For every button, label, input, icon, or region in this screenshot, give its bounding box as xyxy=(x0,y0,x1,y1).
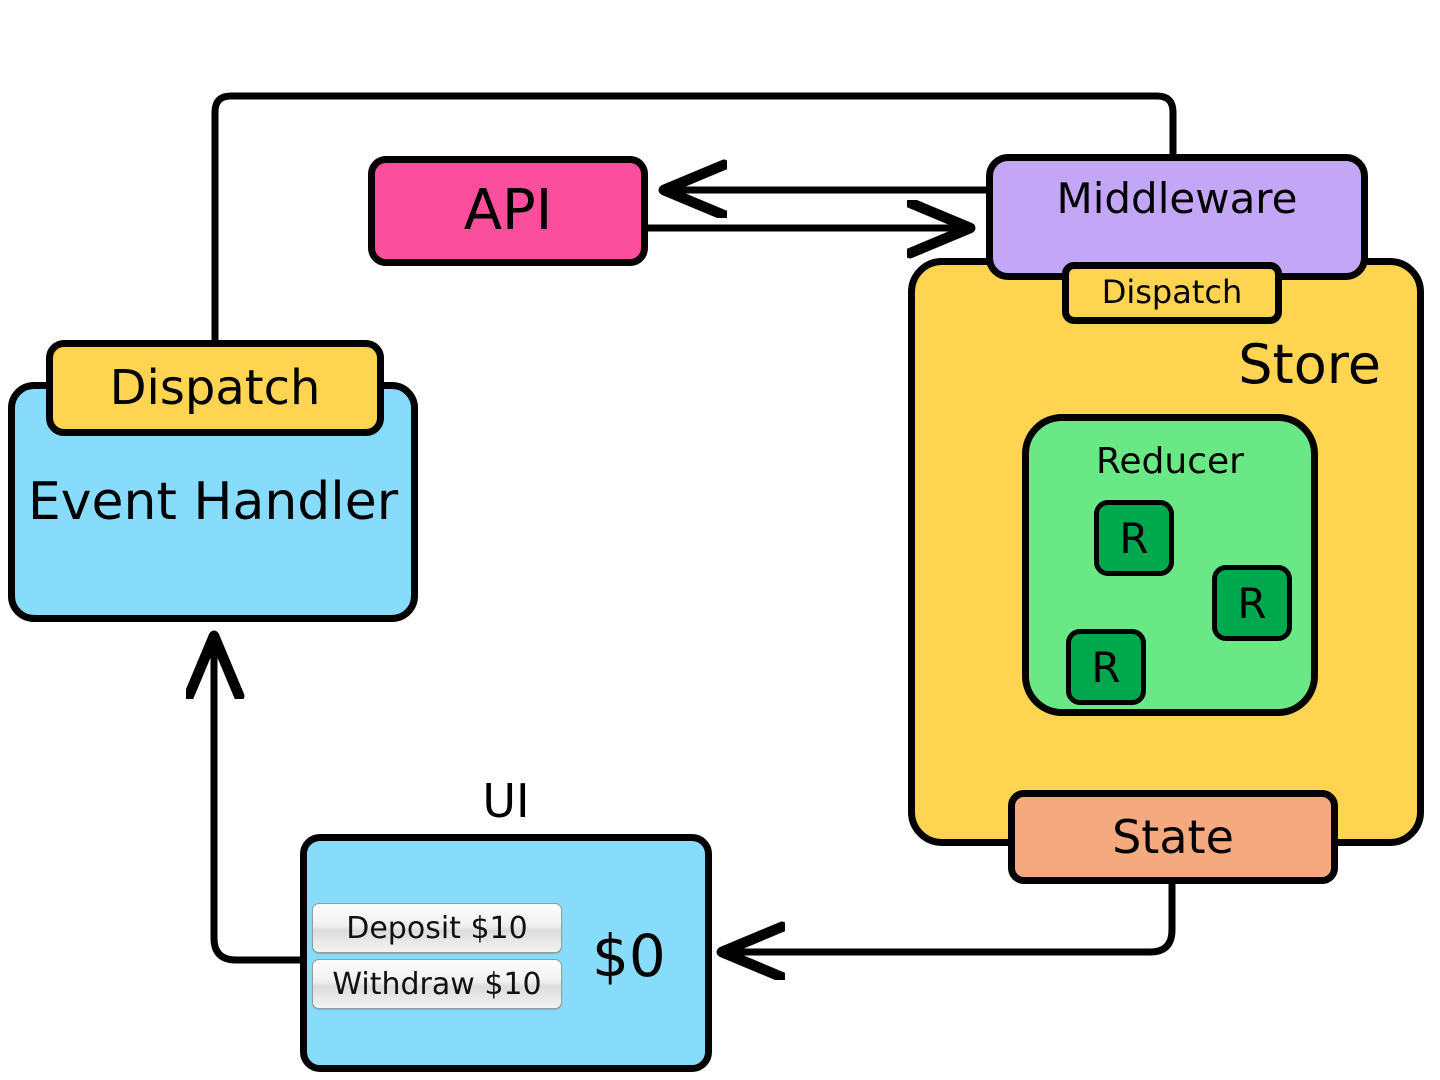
edge-ui-to-event-handler xyxy=(214,640,300,964)
reducer-chip-label: R xyxy=(1091,642,1121,692)
store-label: Store xyxy=(1238,333,1381,396)
reducer-chip: R xyxy=(1094,500,1174,576)
reducer-chip: R xyxy=(1066,629,1146,705)
balance-display: $0 xyxy=(592,922,666,990)
event-handler-label: Event Handler xyxy=(27,471,399,532)
state-node: State xyxy=(1008,790,1338,884)
api-label: API xyxy=(463,177,553,243)
edge-state-to-ui xyxy=(726,884,1176,952)
deposit-button[interactable]: Deposit $10 xyxy=(312,903,562,953)
store-dispatch-node: Dispatch xyxy=(1062,262,1282,324)
reducer-label: Reducer xyxy=(1096,441,1244,482)
event-dispatch-label: Dispatch xyxy=(109,359,321,416)
withdraw-button-label: Withdraw $10 xyxy=(332,966,542,1002)
ui-label: UI xyxy=(482,774,530,828)
store-dispatch-label: Dispatch xyxy=(1101,273,1243,312)
reducer-chip: R xyxy=(1212,565,1292,641)
ui-button-group: Deposit $10 Withdraw $10 xyxy=(312,903,562,1009)
middleware-label: Middleware xyxy=(1056,174,1298,223)
deposit-button-label: Deposit $10 xyxy=(346,910,528,946)
state-label: State xyxy=(1112,809,1234,864)
withdraw-button[interactable]: Withdraw $10 xyxy=(312,959,562,1009)
api-node: API xyxy=(368,156,648,266)
ui-node xyxy=(300,834,712,1072)
ui-contents: Deposit $10 Withdraw $10 $0 xyxy=(312,896,702,1016)
event-dispatch-node: Dispatch xyxy=(46,340,384,436)
reducer-chip-label: R xyxy=(1119,513,1149,563)
reducer-chip-label: R xyxy=(1237,578,1267,628)
